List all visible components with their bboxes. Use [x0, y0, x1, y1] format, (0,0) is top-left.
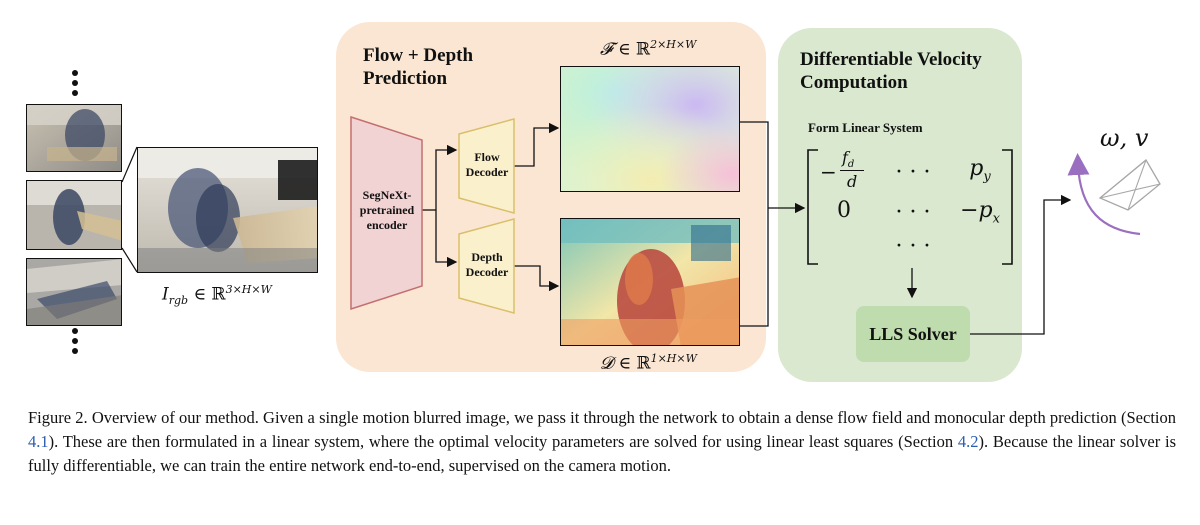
- section-ref-4-2[interactable]: 4.2: [957, 432, 979, 451]
- matrix-brackets: [807, 149, 1013, 265]
- matrix-r2c1: 0: [837, 198, 851, 223]
- lls-solver-label: LLS Solver: [869, 323, 957, 344]
- matrix-r1c1: − fd d: [820, 148, 874, 192]
- output-label: ω, v: [1100, 124, 1149, 152]
- input-image: [137, 147, 318, 273]
- depth-map: [560, 218, 740, 346]
- matrix-r3c2: · · ·: [895, 234, 931, 259]
- input-frame-1: [26, 104, 122, 172]
- flow-decoder-label: Flow Decoder: [465, 150, 509, 179]
- depth-output-label: 𝓓 ∈ ℝ1×H×W: [600, 352, 697, 374]
- depth-decoder-shape: [458, 218, 515, 314]
- flow-output-label: 𝓕 ∈ ℝ2×H×W: [600, 38, 697, 60]
- encoder-shape: [350, 116, 423, 310]
- matrix-r1c3: py: [969, 156, 991, 185]
- linear-system-title: Form Linear System: [808, 120, 923, 135]
- flow-map: [560, 66, 740, 192]
- camera-motion-icon: [1067, 153, 1161, 236]
- flow-decoder-shape: [458, 118, 515, 214]
- velocity-title: Differentiable Velocity Computation: [800, 49, 982, 93]
- dots-top: [72, 70, 78, 100]
- section-ref-4-1[interactable]: 4.1: [28, 432, 49, 451]
- flow-depth-title: Flow + Depth Prediction: [363, 45, 474, 89]
- matrix-r1c2: · · ·: [895, 160, 931, 185]
- dots-bottom: [72, 328, 78, 358]
- input-frame-3: [26, 258, 122, 326]
- matrix-r2c3: −px: [960, 198, 1000, 227]
- figure-caption: Figure 2. Overview of our method. Given …: [28, 408, 1177, 475]
- matrix-r2c2: · · ·: [895, 200, 931, 225]
- depth-decoder-label: Depth Decoder: [465, 250, 509, 279]
- input-label: Irgb ∈ ℝ3×H×W: [162, 283, 272, 308]
- encoder-label: SegNeXt- pretrained encoder: [359, 188, 415, 232]
- lls-solver-box: LLS Solver: [856, 306, 970, 362]
- input-frame-2: [26, 180, 122, 250]
